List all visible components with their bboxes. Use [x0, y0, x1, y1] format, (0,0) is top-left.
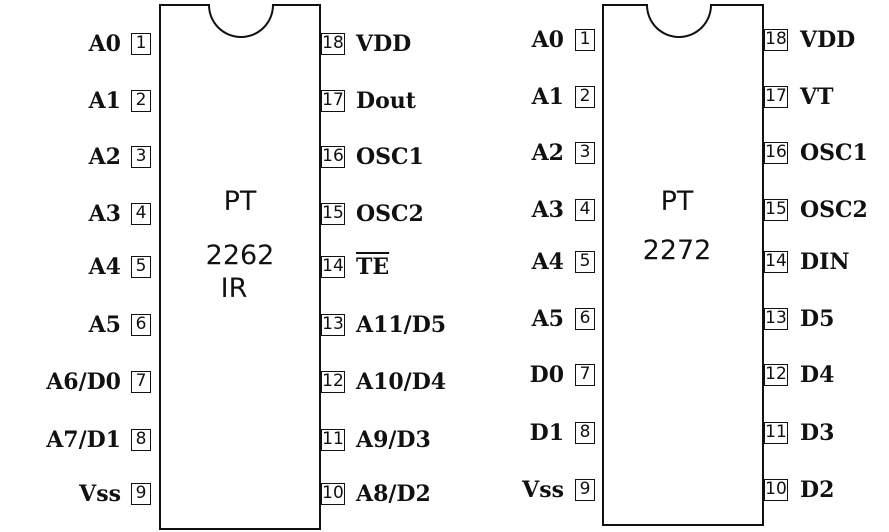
pin-17-label: Dout: [356, 88, 416, 114]
pin-1-label: A0: [531, 27, 564, 53]
pin-14-box: 14: [764, 251, 788, 273]
pin-4-label: A3: [531, 197, 564, 223]
pin-10-box: 10: [321, 483, 345, 505]
pin-15-label: OSC2: [356, 201, 424, 227]
pin-14-label: TE: [356, 254, 390, 280]
pin-1-box: 1: [575, 29, 595, 51]
pin-12-box: 12: [321, 371, 345, 393]
pin-6-label: A5: [88, 312, 121, 338]
pin-2-box: 2: [131, 90, 151, 112]
pin-13-box: 13: [321, 314, 345, 336]
pin-8-box: 8: [575, 422, 595, 444]
pin-7-box: 7: [131, 371, 151, 393]
pin-5-box: 5: [131, 256, 151, 278]
pin-11-label: A9/D3: [356, 427, 431, 453]
pin-14-box: 14: [321, 256, 345, 278]
pin-8-label: A7/D1: [46, 427, 121, 453]
pin-3-box: 3: [575, 142, 595, 164]
pin-15-label: OSC2: [800, 197, 868, 223]
pin-10-box: 10: [764, 479, 788, 501]
pin-11-label: D3: [800, 420, 835, 446]
pin-16-label: OSC1: [800, 140, 868, 166]
pin-1-label: A0: [88, 31, 121, 57]
chip-label-line-2: 2262: [205, 240, 275, 271]
pin-16-box: 16: [764, 142, 788, 164]
pin-1-box: 1: [131, 33, 151, 55]
pin-5-label: A4: [531, 249, 564, 275]
pin-5-label: A4: [88, 254, 121, 280]
pin-9-box: 9: [575, 479, 595, 501]
pin-18-box: 18: [321, 33, 345, 55]
chip-label-line-1: PT: [660, 186, 694, 217]
pin-16-label: OSC1: [356, 144, 424, 170]
pin-4-box: 4: [131, 203, 151, 225]
pin-17-box: 17: [321, 90, 345, 112]
pin-12-label: D4: [800, 362, 835, 388]
pin-16-box: 16: [321, 146, 345, 168]
pin-13-label: A11/D5: [356, 312, 447, 338]
pin-10-label: D2: [800, 477, 835, 503]
pin-3-label: A2: [531, 140, 564, 166]
pin-2-label: A1: [88, 88, 121, 114]
pin-11-box: 11: [764, 422, 788, 444]
pin-6-label: A5: [531, 306, 564, 332]
chip-label-line-1: PT: [223, 186, 257, 217]
pin-10-label: A8/D2: [356, 481, 431, 507]
chip-notch: [646, 4, 712, 38]
pin-6-box: 6: [131, 314, 151, 336]
pin-3-label: A2: [88, 144, 121, 170]
pin-13-label: D5: [800, 306, 835, 332]
pin-3-box: 3: [131, 146, 151, 168]
pin-17-box: 17: [764, 86, 788, 108]
pin-8-box: 8: [131, 429, 151, 451]
pin-18-box: 18: [764, 29, 788, 51]
pin-12-label: A10/D4: [356, 369, 447, 395]
pin-2-box: 2: [575, 86, 595, 108]
pin-7-label: D0: [529, 362, 564, 388]
chip-label-line-2: 2272: [642, 235, 712, 266]
chip-pt2262ir-body: PT 2262 IR: [159, 4, 321, 530]
pin-18-label: VDD: [800, 27, 856, 53]
pin-12-box: 12: [764, 364, 788, 386]
pin-9-label: Vss: [522, 477, 564, 503]
pin-15-box: 15: [764, 199, 788, 221]
chip-label-line-3: IR: [220, 273, 248, 304]
pin-5-box: 5: [575, 251, 595, 273]
pin-7-label: A6/D0: [46, 369, 121, 395]
pin-8-label: D1: [529, 420, 564, 446]
pin-15-box: 15: [321, 203, 345, 225]
chip-notch: [208, 4, 274, 38]
pin-11-box: 11: [321, 429, 345, 451]
pin-6-box: 6: [575, 308, 595, 330]
pin-2-label: A1: [531, 84, 564, 110]
pin-4-box: 4: [575, 199, 595, 221]
pin-7-box: 7: [575, 364, 595, 386]
pin-4-label: A3: [88, 201, 121, 227]
pin-17-label: VT: [800, 84, 834, 110]
chip-pt2272-body: PT 2272: [602, 4, 764, 526]
pin-18-label: VDD: [356, 31, 412, 57]
pin-9-box: 9: [131, 483, 151, 505]
pin-9-label: Vss: [79, 481, 121, 507]
pin-14-label: DIN: [800, 249, 850, 275]
pin-13-box: 13: [764, 308, 788, 330]
